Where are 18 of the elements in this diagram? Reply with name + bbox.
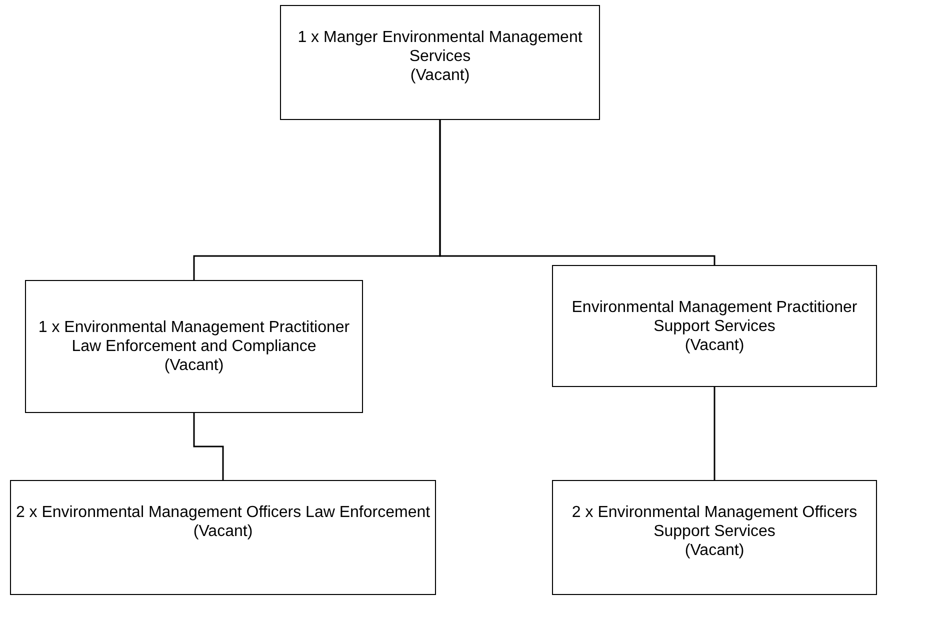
connector-line (193, 413, 224, 480)
position-box (280, 5, 600, 120)
position-box (25, 280, 363, 413)
position-title: 1 x Manger Environmental Management Services (296, 28, 584, 66)
position-status: (Vacant) (193, 522, 253, 541)
connector-line (714, 387, 716, 480)
position-box (552, 265, 877, 387)
position-box (10, 480, 436, 595)
position-status: (Vacant) (410, 66, 470, 85)
position-title: Environmental Management Practitioner Support Services (570, 298, 858, 336)
position-box (552, 480, 877, 595)
position-title: 2 x Environmental Management Officers Law Enforcement (16, 503, 430, 522)
position-status: (Vacant) (684, 541, 744, 560)
position-title: 2 x Environmental Management Officers Support Services (570, 503, 858, 541)
connector-line (439, 120, 716, 265)
position-status: (Vacant) (164, 356, 224, 375)
position-title: 1 x Environmental Management Practitioner Law Enforcement and Compliance (37, 318, 351, 356)
position-status: (Vacant) (684, 336, 744, 354)
